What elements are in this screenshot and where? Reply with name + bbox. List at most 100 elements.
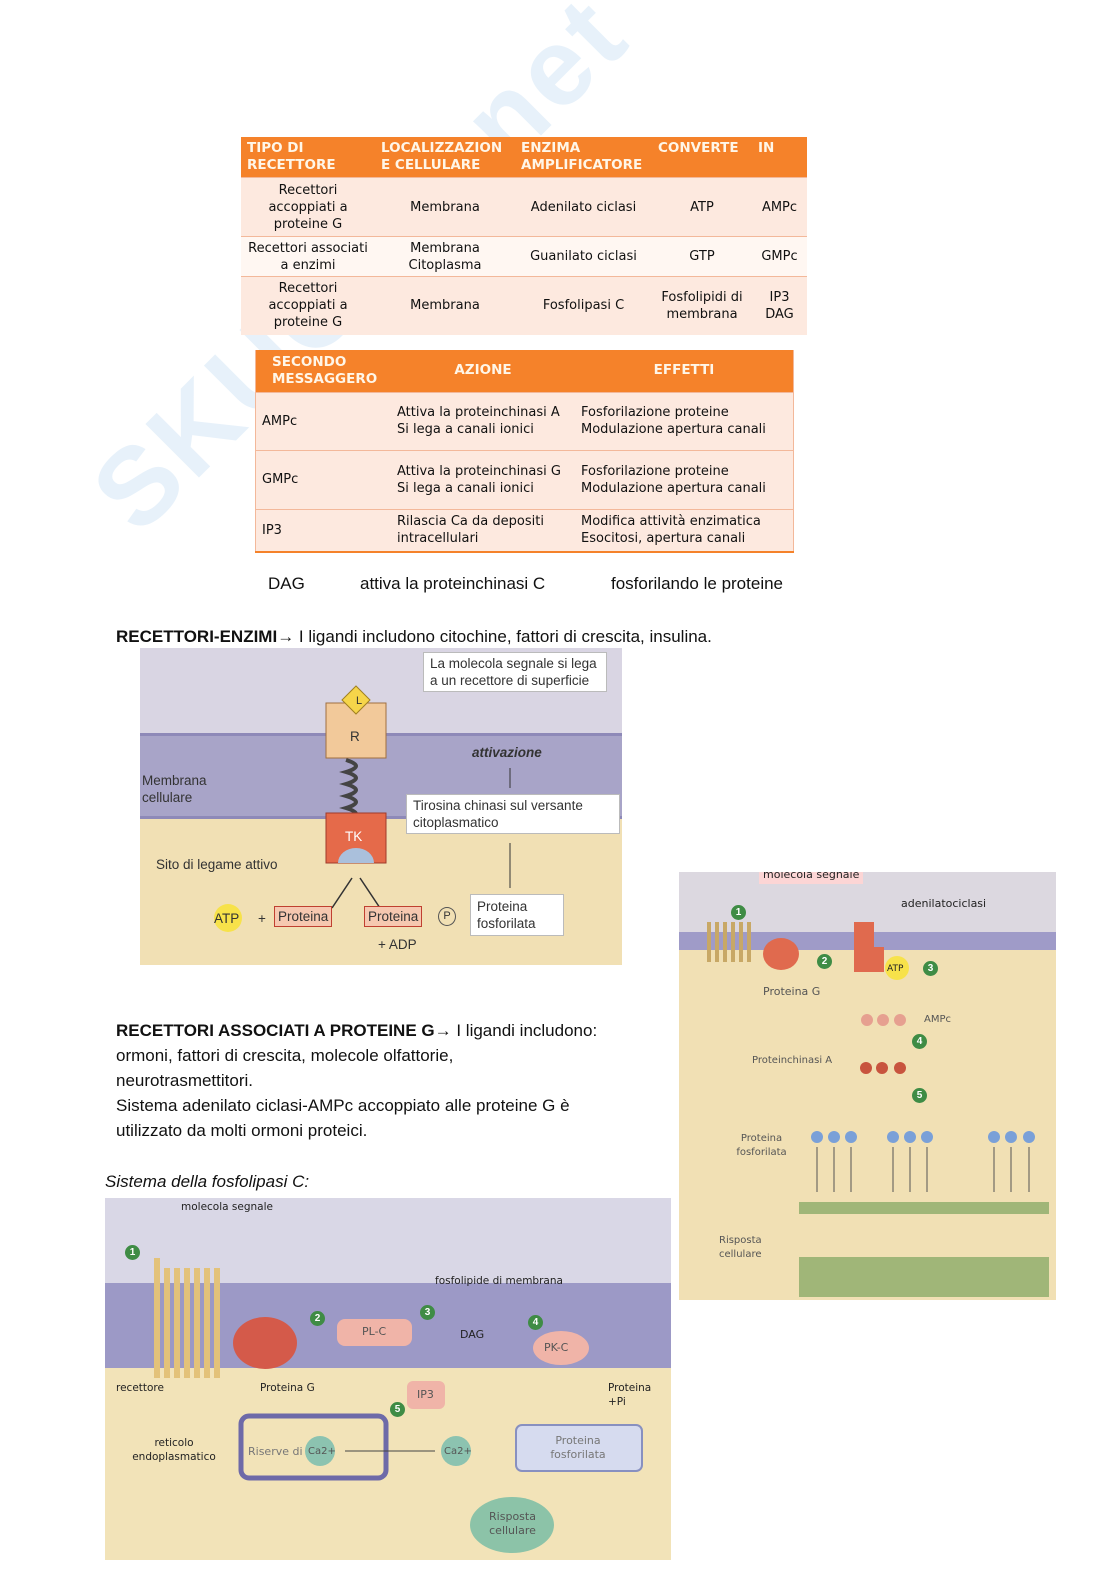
table-cell: Attiva la proteinchinasi G Si lega a can… bbox=[391, 449, 575, 509]
dag-action: attiva la proteinchinasi C bbox=[360, 574, 546, 593]
table-cell: Fosforilazione proteine Modulazione aper… bbox=[575, 449, 794, 509]
arrow-icon: → bbox=[277, 627, 295, 646]
activation-label: attivazione bbox=[472, 745, 542, 760]
plc-label: PL-C bbox=[362, 1325, 387, 1338]
table-cell: Recettori accoppiati a proteine G bbox=[241, 177, 375, 237]
calcium-label: Ca2+ bbox=[308, 1446, 336, 1457]
table-header: CONVERTE bbox=[652, 137, 752, 178]
table-cell: Fosforilazione proteine Modulazione aper… bbox=[575, 391, 794, 450]
atp-label: ATP bbox=[214, 911, 240, 926]
step-badge: 4 bbox=[528, 1315, 543, 1330]
dag-label: DAG bbox=[460, 1328, 485, 1341]
table-header: TIPO DI RECETTORE bbox=[241, 137, 375, 178]
table-row: AMPc Attiva la proteinchinasi A Si lega … bbox=[255, 391, 794, 450]
step-badge: 1 bbox=[125, 1245, 140, 1260]
table-header-row: TIPO DI RECETTORE LOCALIZZAZION E CELLUL… bbox=[241, 137, 807, 178]
table-header: ENZIMA AMPLIFICATORE bbox=[515, 137, 652, 178]
pka-label: Proteinchinasi A bbox=[752, 1055, 833, 1066]
arrow-icon: → bbox=[434, 1021, 452, 1040]
active-site-label: Sito di legame attivo bbox=[156, 857, 278, 872]
phospholipase-c-diagram: molecola segnale fosfolipide di membrana… bbox=[105, 1198, 671, 1560]
calcium-label: Ca2+ bbox=[444, 1446, 472, 1457]
table-cell: AMPc bbox=[255, 391, 391, 450]
section-text: ormoni, fattori di crescita, molecole ol… bbox=[116, 1046, 454, 1065]
table-row: Recettori associati a enzimi Membrana Ci… bbox=[241, 236, 807, 277]
table-cell: Rilascia Ca da depositi intracellulari bbox=[391, 508, 575, 552]
table-cell: Adenilato ciclasi bbox=[515, 177, 652, 237]
section-text: Sistema adenilato ciclasi-AMPc accoppiat… bbox=[116, 1096, 570, 1115]
table-cell: GMPc bbox=[255, 449, 391, 509]
ampc-label: AMPc bbox=[924, 1014, 951, 1025]
cell-response-label: Risposta cellulare bbox=[489, 1510, 536, 1537]
receptor-label: R bbox=[350, 729, 360, 744]
step-badge: 3 bbox=[420, 1305, 435, 1320]
section-text: utilizzato da molti ormoni proteici. bbox=[116, 1121, 368, 1140]
table-row: IP3 Rilascia Ca da depositi intracellula… bbox=[255, 508, 794, 552]
ip3-label: IP3 bbox=[417, 1388, 434, 1401]
g-protein-label: Proteina G bbox=[763, 985, 821, 998]
g-protein-label: Proteina G bbox=[260, 1382, 315, 1394]
table-cell: IP3 DAG bbox=[752, 276, 807, 335]
step-badge: 2 bbox=[817, 954, 832, 969]
table-row: Recettori accoppiati a proteine G Membra… bbox=[241, 177, 807, 237]
dag-label: DAG bbox=[268, 574, 305, 593]
table-cell: Fosfolipidi di membrana bbox=[652, 276, 752, 335]
membrane-phospholipid-label: fosfolipide di membrana bbox=[435, 1275, 563, 1287]
section-text: neurotrasmettitori. bbox=[116, 1071, 253, 1090]
table-header: LOCALIZZAZION E CELLULARE bbox=[375, 137, 515, 178]
callout-box: Tirosina chinasi sul versante citoplasma… bbox=[406, 794, 620, 834]
table-row: GMPc Attiva la proteinchinasi G Si lega … bbox=[255, 449, 794, 509]
atp-label: ATP bbox=[887, 964, 904, 974]
table-cell: GMPc bbox=[752, 236, 807, 277]
table-cell: Recettori associati a enzimi bbox=[241, 236, 375, 277]
plus-label: + bbox=[258, 911, 266, 926]
section-heading: RECETTORI-ENZIMI bbox=[116, 627, 278, 646]
cell-response-label: Risposta cellulare bbox=[719, 1235, 762, 1260]
signal-molecule-label: molecola segnale bbox=[181, 1201, 273, 1213]
table-header: SECONDO MESSAGGERO bbox=[255, 350, 391, 392]
ligand-label: L bbox=[356, 695, 363, 707]
table-cell: Fosfolipasi C bbox=[515, 276, 652, 335]
receptor-shapes bbox=[214, 685, 511, 932]
protein-box: Proteina bbox=[364, 906, 423, 927]
table-cell: Membrana bbox=[375, 276, 515, 335]
section-text: I ligandi includono: bbox=[451, 1021, 598, 1040]
step-badge: 3 bbox=[923, 961, 938, 976]
section-text: I ligandi includono citochine, fattori d… bbox=[294, 627, 712, 646]
adenylate-cyclase-diagram: molecola segnale adenilatociclasi Protei… bbox=[679, 872, 1056, 1300]
section-enzyme-receptors: RECETTORI-ENZIMI→ I ligandi includono ci… bbox=[116, 624, 712, 649]
section-g-protein-receptors: RECETTORI ASSOCIATI A PROTEINE G→ I liga… bbox=[116, 1018, 636, 1143]
step-badge: 2 bbox=[310, 1311, 325, 1326]
phosphorylated-protein-label: Proteina fosforilata bbox=[550, 1434, 606, 1461]
table-cell: IP3 bbox=[255, 508, 391, 552]
protein-pi-label: Proteina +Pi bbox=[608, 1382, 652, 1408]
adp-label: + ADP bbox=[378, 937, 417, 952]
tk-label: TK bbox=[345, 829, 363, 844]
step-badge: 4 bbox=[912, 1034, 927, 1049]
step-badge: 5 bbox=[390, 1402, 405, 1417]
table-cell: Modifica attività enzimatica Esocitosi, … bbox=[575, 508, 794, 552]
pathway-shapes bbox=[154, 1258, 643, 1553]
table-row: Recettori accoppiati a proteine G Membra… bbox=[241, 276, 807, 335]
table-header-row: SECONDO MESSAGGERO AZIONE EFFETTI bbox=[255, 350, 794, 392]
cascade-shapes bbox=[707, 922, 1049, 1297]
table-header: EFFETTI bbox=[575, 350, 794, 392]
table-cell: Recettori accoppiati a proteine G bbox=[241, 276, 375, 335]
table-cell: ATP bbox=[652, 177, 752, 237]
membrane-label: Membrana cellulare bbox=[142, 773, 207, 805]
callout-box: La molecola segnale si lega a un recetto… bbox=[423, 652, 607, 692]
table-cell: Guanilato ciclasi bbox=[515, 236, 652, 277]
phosphate-icon: P bbox=[438, 907, 456, 926]
pkc-label: PK-C bbox=[544, 1341, 569, 1354]
receptor-label: recettore bbox=[116, 1382, 164, 1394]
second-messenger-table: SECONDO MESSAGGERO AZIONE EFFETTI AMPc A… bbox=[255, 350, 794, 553]
table-cell: Membrana Citoplasma bbox=[375, 236, 515, 277]
table-cell: AMPc bbox=[752, 177, 807, 237]
enzyme-receptor-diagram: L R TK La molecola segnale si lega a un … bbox=[140, 648, 622, 965]
step-badge: 5 bbox=[912, 1088, 927, 1103]
section-heading: RECETTORI ASSOCIATI A PROTEINE G bbox=[116, 1021, 435, 1040]
table-cell: GTP bbox=[652, 236, 752, 277]
figure-caption: Sistema della fosfolipasi C: bbox=[105, 1172, 310, 1191]
dag-effect: fosforilando le proteine bbox=[611, 574, 784, 593]
